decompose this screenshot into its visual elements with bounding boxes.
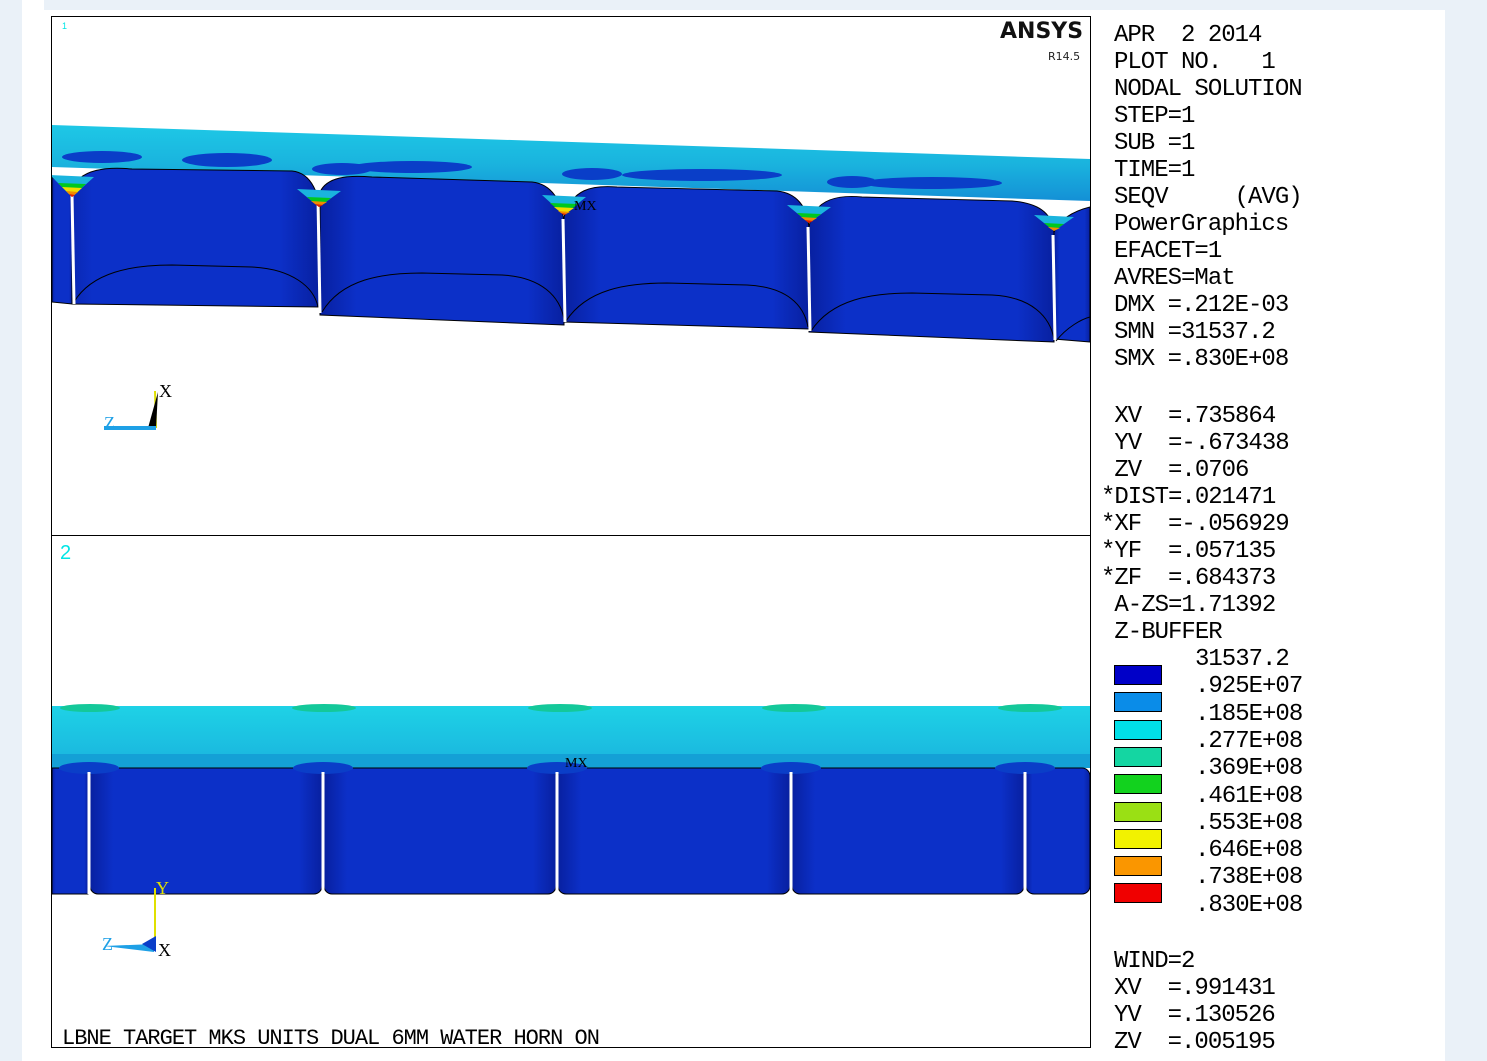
smn-value: SMN =31537.2 xyxy=(1114,319,1276,346)
inner-arcs xyxy=(73,264,1090,342)
window-number-1: 1 xyxy=(62,21,68,31)
legend-swatch xyxy=(1114,801,1162,822)
time-value: TIME=1 xyxy=(1114,157,1195,184)
legend-swatch xyxy=(1114,883,1162,904)
ansys-version: R14.5 xyxy=(1048,50,1081,63)
stress-contour-plot-bottom: MX Y Z X LBNE TARGET MKS UNITS DUAL 6MM … xyxy=(52,704,1090,1047)
yv2-value: YV =.130526 xyxy=(1114,1002,1276,1029)
gaps-1 xyxy=(70,194,1057,341)
graphics-mode: PowerGraphics xyxy=(1114,211,1289,238)
legend-swatch xyxy=(1114,665,1162,685)
wind-value: WIND=2 xyxy=(1114,948,1195,975)
svg-text:X: X xyxy=(159,381,172,401)
zv2-value: ZV =.005195 xyxy=(1114,1029,1276,1056)
plot-title: LBNE TARGET MKS UNITS DUAL 6MM WATER HOR… xyxy=(62,1026,599,1047)
stress-contour-plot-top: MX Z X xyxy=(52,125,1090,433)
legend-swatch xyxy=(1114,719,1162,740)
svg-text:X: X xyxy=(158,940,171,960)
avres-value: AVRES=Mat xyxy=(1114,265,1236,292)
legend-swatch xyxy=(1114,856,1162,877)
graphics-window-1[interactable]: 1 xyxy=(51,16,1091,536)
legend-label: 31537.2 xyxy=(1195,646,1290,673)
dmx-value: DMX =.212E-03 xyxy=(1114,292,1289,319)
xf-value: *XF =-.056929 xyxy=(1101,511,1290,538)
legend-swatch xyxy=(1114,774,1162,795)
svg-text:Z: Z xyxy=(102,934,113,954)
axis-triad-1: Z X xyxy=(104,381,172,433)
legend-swatch xyxy=(1114,746,1162,767)
graphics-window-2[interactable]: 2 xyxy=(51,535,1091,1048)
dist-value: *DIST=.021471 xyxy=(1101,484,1276,511)
legend-label: .277E+08 xyxy=(1195,727,1303,755)
legend-swatch xyxy=(1114,828,1162,849)
yf-value: *YF =.057135 xyxy=(1101,538,1276,565)
azs-value: A-ZS=1.71392 xyxy=(1101,592,1276,619)
legend-label: .646E+08 xyxy=(1195,837,1303,865)
step-value: STEP=1 xyxy=(1114,103,1195,130)
stress-hotspots xyxy=(52,175,1074,231)
yv-value: YV =-.673438 xyxy=(1101,430,1289,457)
zf-value: *ZF =.684373 xyxy=(1101,565,1276,592)
legend-label: .369E+08 xyxy=(1195,755,1303,783)
window-number-2: 2 xyxy=(60,542,72,564)
legend-label: .738E+08 xyxy=(1195,864,1303,892)
legend-swatch xyxy=(1114,692,1162,713)
left-margin xyxy=(22,0,44,1061)
efacet-value: EFACET=1 xyxy=(1114,238,1222,265)
smx-value: SMX =.830E+08 xyxy=(1114,346,1289,373)
svg-text:Z: Z xyxy=(104,413,115,433)
max-marker-1: MX xyxy=(574,199,597,214)
legend-label: .830E+08 xyxy=(1195,891,1303,919)
band-arches xyxy=(59,762,1055,774)
axis-triad-2: Y Z X xyxy=(102,878,171,960)
xv-value: XV =.735864 xyxy=(1101,403,1276,430)
plot-number: PLOT NO. 1 xyxy=(1114,49,1276,76)
date-label: APR 2 2014 xyxy=(1114,22,1262,49)
gaps-2 xyxy=(87,772,1027,894)
zbuffer-label: Z-BUFFER xyxy=(1101,619,1222,646)
cylinders-2 xyxy=(52,767,1090,895)
xv2-value: XV =.991431 xyxy=(1114,975,1276,1002)
solution-type: NODAL SOLUTION xyxy=(1114,76,1303,103)
legend-label: .925E+07 xyxy=(1195,673,1303,701)
band-green-spots xyxy=(60,704,1062,712)
seqv-label: SEQV (AVG) xyxy=(1114,184,1303,211)
band-blobs xyxy=(62,151,1002,189)
zv-value: ZV =.0706 xyxy=(1101,457,1249,484)
svg-text:Y: Y xyxy=(156,878,169,898)
legend-label: .553E+08 xyxy=(1195,809,1303,837)
ansys-logo: ANSYS xyxy=(1000,19,1084,44)
legend-label: .185E+08 xyxy=(1195,700,1303,728)
max-marker-2: MX xyxy=(565,756,588,771)
sub-value: SUB =1 xyxy=(1114,130,1195,157)
legend-label: .461E+08 xyxy=(1195,782,1303,810)
